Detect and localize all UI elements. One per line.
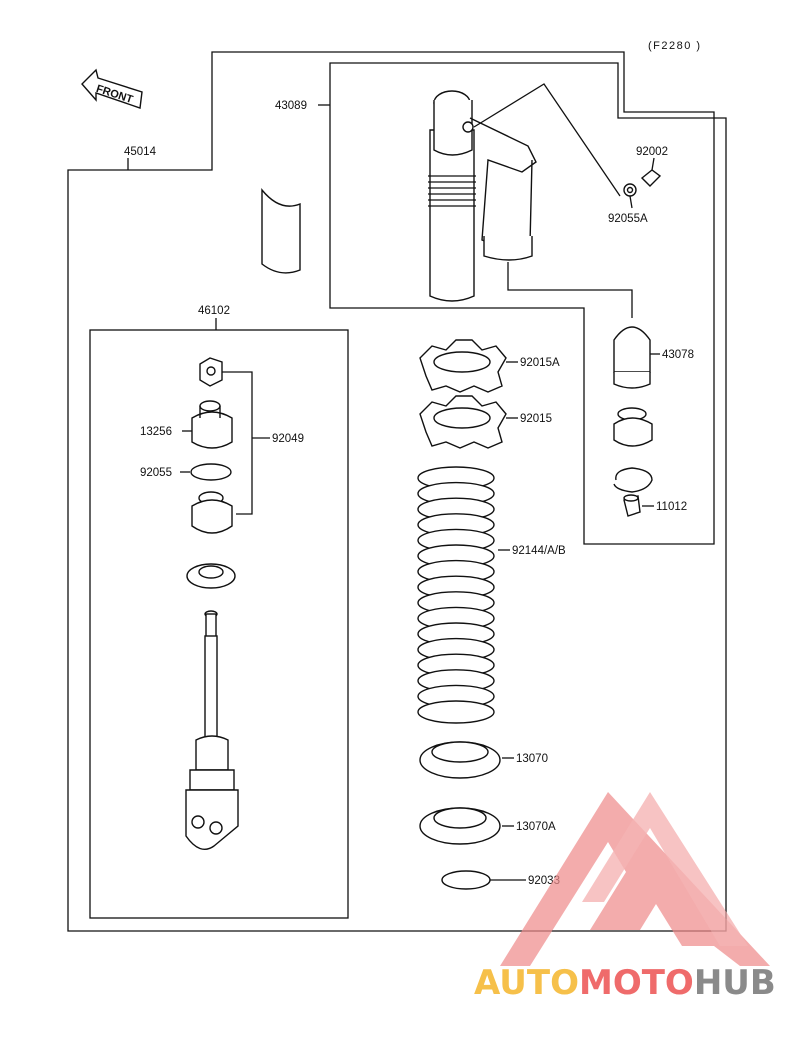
frame-43089 <box>329 62 715 545</box>
frame-45014 <box>67 51 727 932</box>
nut-part <box>199 357 223 387</box>
circlip-lower-part <box>441 870 491 890</box>
label-92015: 92015 <box>520 413 552 425</box>
seal-part <box>191 491 233 534</box>
spring-seat-part <box>419 741 501 779</box>
front-arrow-icon: FRONT <box>81 68 143 109</box>
watermark-text: AUTOMOTOHUB <box>474 963 776 1003</box>
shield-cover-part <box>261 188 301 274</box>
circlip-part <box>613 467 653 493</box>
valve-part <box>191 400 233 449</box>
bolt-part <box>623 169 662 197</box>
spring-coil <box>417 700 495 724</box>
label-45014: 45014 <box>124 146 157 158</box>
watermark-moto: MOTO <box>579 963 694 1003</box>
label-13256: 13256 <box>140 426 172 438</box>
shock-body-part <box>428 90 537 302</box>
cap-part <box>613 326 651 389</box>
reservoir-piston-part <box>613 407 653 447</box>
oring-part <box>190 463 232 481</box>
label-92144: 92144/A/B <box>512 545 566 557</box>
spring-seat-lower-part <box>419 807 501 845</box>
watermark-auto: AUTO <box>474 963 579 1003</box>
lock-ring-lower-part <box>419 395 507 449</box>
watermark-hub: HUB <box>694 963 776 1003</box>
label-46102: 46102 <box>198 305 230 317</box>
label-92055: 92055 <box>140 467 172 479</box>
bushing-part <box>186 563 236 589</box>
label-43089: 43089 <box>275 100 307 112</box>
damper-rod-part <box>185 610 239 850</box>
valve-cap-part <box>623 494 641 517</box>
lock-ring-upper-part <box>419 339 507 393</box>
label-43078: 43078 <box>662 349 694 361</box>
figure-code: (F2280 ) <box>648 40 702 52</box>
label-92055A: 92055A <box>608 213 648 225</box>
label-13070: 13070 <box>516 753 548 765</box>
label-92002: 92002 <box>636 146 668 158</box>
spring-part <box>417 466 495 724</box>
label-11012: 11012 <box>656 501 687 513</box>
watermark-logo <box>500 792 770 966</box>
frame-46102 <box>89 329 349 919</box>
label-92015A: 92015A <box>520 357 560 369</box>
label-13070A: 13070A <box>516 821 556 833</box>
label-92049: 92049 <box>272 433 304 445</box>
